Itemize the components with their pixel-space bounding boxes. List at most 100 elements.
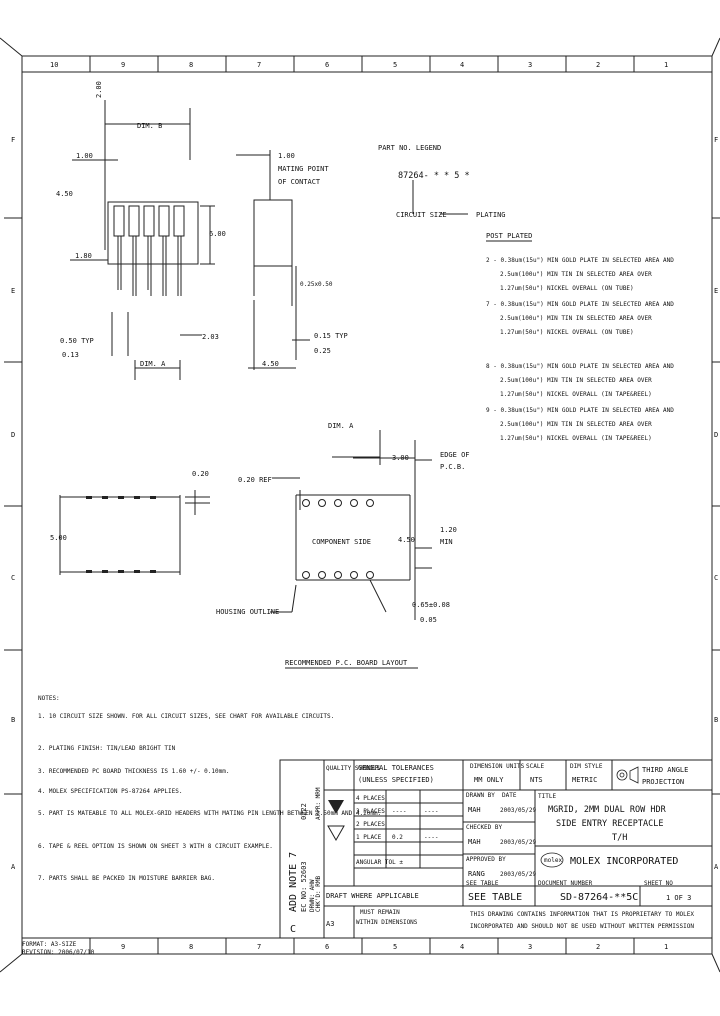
row-label-f-right: F <box>714 136 718 144</box>
plating-option-7-l1: 7 - 0.38um(15u") MIN GOLD PLATE IN SELEC… <box>486 301 674 308</box>
dim-a-label-pcb: DIM. A <box>328 422 354 430</box>
sheet-label: SHEET NO <box>644 880 673 887</box>
dim-4-50: 4.50 <box>262 360 279 368</box>
rev-description: ADD NOTE 7 <box>288 852 299 912</box>
plating-option-9-l1: 9 - 0.38um(15u") MIN GOLD PLATE IN SELEC… <box>486 407 674 414</box>
legend-plating: PLATING <box>476 211 506 219</box>
size-code: A3 <box>326 920 334 928</box>
tol-2-places: 2 PLACES <box>356 821 385 828</box>
scale-value: NTS <box>530 776 543 784</box>
tol-4-places: 4 PLACES <box>356 795 385 802</box>
col-label-bottom-8: 8 <box>189 943 193 951</box>
molex-logo-icon <box>540 852 564 868</box>
row-label-e-right: E <box>714 287 718 295</box>
col-label-3: 3 <box>528 61 532 69</box>
hole-tolerance: 0.05 <box>420 616 437 624</box>
title-label: TITLE <box>538 793 556 800</box>
row-label-a: A <box>11 863 16 871</box>
dim-1-20: 1.20 <box>440 526 457 534</box>
rev-check-no: 0222 <box>300 803 308 820</box>
note-7: 7. PARTS SHALL BE PACKED IN MOISTURE BAR… <box>38 875 215 882</box>
col-label-1: 1 <box>664 61 668 69</box>
dim-3-00: 3.00 <box>392 454 409 462</box>
rev-checked: CHK'D: RMB <box>315 875 322 912</box>
checked-by-value: MAH <box>468 838 481 846</box>
checked-date-value: 2003/05/29 <box>500 839 537 846</box>
plating-option-9-l2: 2.5um(100u") MIN TIN IN SELECTED AREA OV… <box>500 421 652 428</box>
row-label-a-right: A <box>714 863 719 871</box>
drawn-date-label: DATE <box>502 792 517 799</box>
rev-ecn: EC NO: 52603 <box>300 861 308 912</box>
dim-4-50-pcb: 4.50 <box>398 536 415 544</box>
drawn-date-value: 2003/05/29 <box>500 807 537 814</box>
dim-1-00: 1.00 <box>76 152 93 160</box>
col-label-bottom-2: 2 <box>596 943 600 951</box>
drawn-by-value: MAH <box>468 806 481 814</box>
zone-labels: 10 9 8 7 6 5 4 3 2 1 9 8 7 6 5 4 3 2 1 F… <box>11 61 719 951</box>
bottom-view-pads <box>86 496 156 573</box>
dim-0-20: 0.20 <box>192 470 209 478</box>
title-block <box>323 759 713 939</box>
draft-note-2: MUST REMAIN <box>360 909 400 916</box>
row-label-b-right: B <box>714 716 718 724</box>
dimension-units-label: DIMENSION UNITS <box>470 763 525 770</box>
third-angle-label: THIRD ANGLE <box>642 766 688 774</box>
scale-label: SCALE <box>526 763 544 770</box>
col-label-7: 7 <box>257 61 261 69</box>
dim-0-20-ref: 0.20 REF <box>238 476 272 484</box>
tol-1-place-value: 0.2 <box>392 834 403 841</box>
proprietary-notice-1: THIS DRAWING CONTAINS INFORMATION THAT I… <box>470 911 694 918</box>
col-label-bottom-9: 9 <box>121 943 125 951</box>
plating-option-7-l3: 1.27um(50u") NICKEL OVERALL (ON TUBE) <box>500 329 634 336</box>
col-label-bottom-6: 6 <box>325 943 329 951</box>
dim-0-15-typ: 0.15 TYP <box>314 332 348 340</box>
component-side-label: COMPONENT SIDE <box>312 538 371 546</box>
doc-number: SD-87264-**5C <box>560 892 638 903</box>
front-view-dims: 2.00 DIM. B 1.00 4.50 6.00 1.80 2.03 0.5… <box>56 81 226 368</box>
min-label: MIN <box>440 538 453 546</box>
approved-date-value: 2003/05/29 <box>500 871 537 878</box>
row-label-f: F <box>11 136 15 144</box>
note-4: 4. MOLEX SPECIFICATION PS-87264 APPLIES. <box>38 788 183 795</box>
plating-option-8-l3: 1.27um(50u") NICKEL OVERALL (IN TAPE&REE… <box>500 391 652 398</box>
col-label-bottom-4: 4 <box>460 943 464 951</box>
approved-by-label: APPROVED BY <box>466 856 506 863</box>
tol-3-places-value-2: ---- <box>424 808 438 815</box>
dim-style-label: DIM STYLE <box>570 763 603 770</box>
title-line-3: T/H <box>612 833 627 843</box>
general-tolerances-label: GENERAL TOLERANCES <box>358 764 434 772</box>
row-label-b: B <box>11 716 15 724</box>
col-label-10: 10 <box>50 61 58 69</box>
rev-drawn: DRWN: AHW <box>309 879 316 912</box>
of-contact-label: OF CONTACT <box>278 178 321 186</box>
drawn-by-label: DRAWN BY <box>466 792 495 799</box>
title-block-text: QUALITY SYMBOLS GENERAL TOLERANCES (UNLE… <box>326 763 694 930</box>
rev-approved: APPR: MRM <box>315 787 322 820</box>
molex-logo-text: molex <box>544 857 562 864</box>
rev-letter: C <box>290 924 296 935</box>
plating-option-8-l1: 8 - 0.38um(15u") MIN GOLD PLATE IN SELEC… <box>486 363 674 370</box>
company-name: MOLEX INCORPORATED <box>570 856 678 867</box>
col-label-4: 4 <box>460 61 464 69</box>
row-label-c-right: C <box>714 574 718 582</box>
note-3: 3. RECOMMENDED PC BOARD THICKNESS IS 1.6… <box>38 768 229 775</box>
legend-part-number: 87264- * * 5 * <box>398 171 470 181</box>
plating-option-2-l1: 2 - 0.38um(15u") MIN GOLD PLATE IN SELEC… <box>486 257 674 264</box>
note-5: 5. PART IS MATEABLE TO ALL MOLEX-GRID HE… <box>38 810 381 817</box>
bottom-view <box>59 490 210 575</box>
dim-4-00: 4.50 <box>56 190 73 198</box>
dim-6-00: 6.00 <box>209 230 226 238</box>
dim-style-value: METRIC <box>572 776 597 784</box>
dim-0-50-typ: 0.50 TYP <box>60 337 94 345</box>
col-label-8: 8 <box>189 61 193 69</box>
title-line-1: MGRID, 2MM DUAL ROW HDR <box>548 805 667 815</box>
side-view-dims: 1.00 MATING POINT OF CONTACT 0.25x0.50 0… <box>262 152 348 368</box>
notes: NOTES: 1. 10 CIRCUIT SIZE SHOWN. FOR ALL… <box>38 695 381 882</box>
quality-symbols-label: QUALITY SYMBOLS <box>326 765 381 772</box>
row-label-d-right: D <box>714 431 718 439</box>
pcb-layout <box>270 430 432 620</box>
quality-symbol-icons <box>327 800 345 842</box>
note-2: 2. PLATING FINISH: TIN/LEAD BRIGHT TIN <box>38 745 176 752</box>
col-label-5: 5 <box>393 61 397 69</box>
